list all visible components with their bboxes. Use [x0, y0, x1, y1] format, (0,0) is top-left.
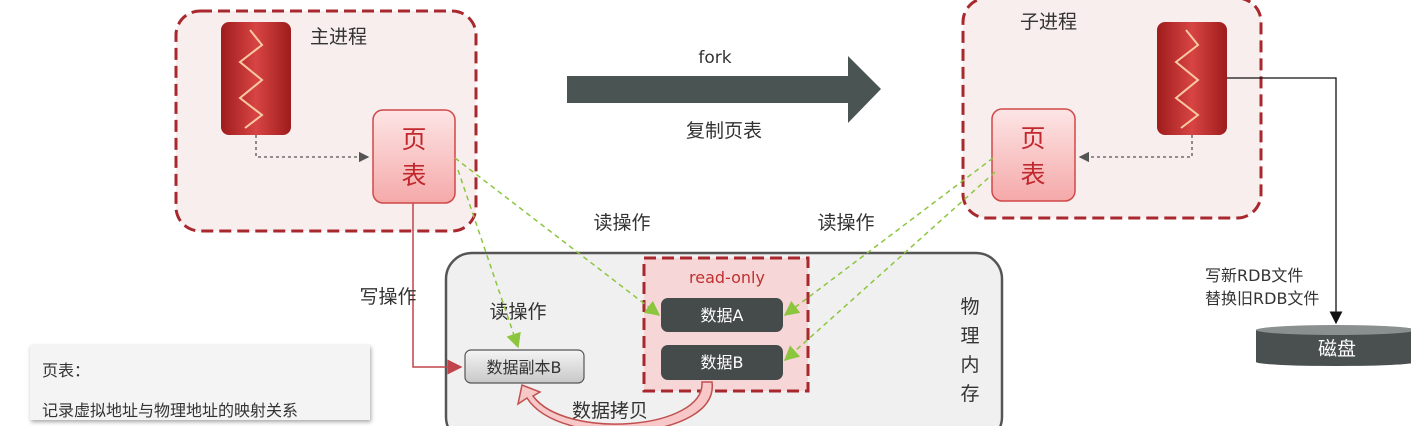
child-page-table	[991, 108, 1076, 202]
memory-title-char: 内	[960, 354, 979, 376]
main-process-group: 主进程 页 表	[174, 9, 478, 233]
data-a-label: 数据A	[701, 306, 744, 325]
legend-title: 页表：	[42, 361, 91, 380]
child-process-icon	[1157, 22, 1227, 135]
memory-title-char: 存	[960, 383, 979, 405]
child-process-group: 子进程 页 表	[961, 0, 1343, 325]
data-copy-label: 数据拷贝	[572, 400, 648, 422]
child-to-disk-arrow	[1227, 77, 1343, 325]
main-process-icon	[221, 22, 291, 135]
data-copy-b-label: 数据副本B	[487, 358, 562, 377]
disk: 磁盘 写新RDB文件 替换旧RDB文件	[1205, 266, 1411, 366]
read-only-label: read-only	[689, 268, 765, 287]
legend-description: 记录虚拟地址与物理地址的映射关系	[42, 401, 299, 420]
page-table-char: 表	[1020, 160, 1045, 189]
data-copy-arrow	[516, 381, 713, 426]
data-a-block	[661, 298, 783, 332]
data-b-label: 数据B	[701, 353, 744, 372]
fork-arrow: fork 复制页表	[567, 48, 881, 142]
main-read-copy-b-arrow	[457, 169, 521, 349]
fork-label: fork	[698, 48, 731, 68]
memory-title-char: 理	[960, 325, 979, 347]
child-read-data-a-arrow	[783, 157, 994, 316]
main-page-table	[372, 109, 456, 204]
disk-label: 磁盘	[1318, 338, 1356, 360]
child-process-title: 子进程	[1020, 11, 1077, 33]
page-table-char: 表	[401, 161, 426, 190]
write-rdb-note: 写新RDB文件	[1205, 266, 1303, 285]
thread-squiggle-icon	[238, 29, 264, 129]
main-read-data-a-arrow	[454, 157, 661, 316]
legend-box: 页表： 记录虚拟地址与物理地址的映射关系	[30, 345, 370, 420]
read-op-label-child: 读操作	[817, 212, 874, 234]
process-to-page-table-arrow	[255, 135, 370, 163]
process-to-page-table-arrow	[1078, 135, 1193, 163]
read-op-label-copy: 读操作	[489, 301, 546, 323]
thread-squiggle-icon	[1174, 29, 1200, 129]
memory-title-char: 物	[960, 296, 979, 318]
data-copy-b-block	[464, 349, 585, 384]
page-table-char: 页	[1020, 124, 1045, 153]
page-table-char: 页	[401, 125, 426, 154]
write-op-arrow	[412, 203, 463, 375]
read-op-label-main: 读操作	[593, 212, 650, 234]
child-read-data-b-arrow	[783, 171, 996, 362]
data-b-block	[661, 345, 783, 380]
physical-memory: read-only 数据A 数据B 数据副本B 读操作 物 理 内 存 数据拷贝	[444, 251, 1004, 426]
write-op-label: 写操作	[359, 286, 416, 308]
replace-rdb-note: 替换旧RDB文件	[1205, 289, 1319, 308]
copy-page-table-label: 复制页表	[686, 120, 762, 142]
main-process-title: 主进程	[310, 26, 367, 48]
